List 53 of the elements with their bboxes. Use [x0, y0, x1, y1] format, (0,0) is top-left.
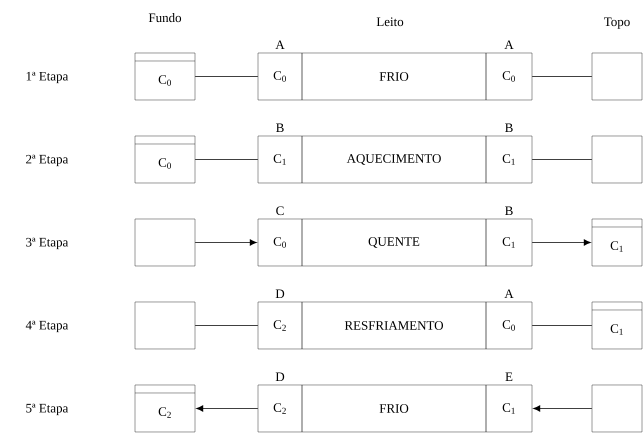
connector: [196, 405, 258, 412]
column-box: C$_{0}$: [134, 52, 196, 100]
position-letter: B: [505, 206, 513, 216]
connector: [194, 325, 258, 326]
bed-cell: C$_{2}$: [258, 384, 302, 432]
bed-section: FRIO: [302, 384, 486, 432]
column-heading: Topo: [604, 18, 630, 29]
column-box: C$_{0}$: [134, 136, 196, 184]
bed-cell: C$_{0}$: [486, 302, 532, 350]
column-box: [134, 218, 196, 266]
connector: [533, 405, 592, 412]
bed-section: AQUECIMENTO: [302, 136, 486, 184]
bed-section: QUENTE: [302, 218, 486, 266]
position-letter: A: [275, 40, 285, 49]
stage-label: 1ª Etapa: [26, 72, 68, 84]
column-box: [134, 302, 196, 350]
bed-section: FRIO: [302, 52, 486, 100]
position-letter: A: [504, 40, 514, 49]
position-letter: B: [276, 124, 284, 132]
column-box: C$_{1}$: [592, 302, 642, 350]
column-box: C$_{2}$: [134, 384, 196, 432]
bed-cell: C$_{1}$: [486, 218, 532, 266]
stage-label: 4ª Etapa: [26, 320, 68, 332]
column-heading: Fundo: [148, 13, 182, 22]
column-box: [592, 384, 642, 432]
connector: [532, 159, 592, 160]
stage-label: 2ª Etapa: [26, 154, 68, 166]
position-letter: A: [504, 289, 514, 298]
position-letter: D: [276, 372, 284, 382]
connector: [532, 325, 592, 326]
bed-cell: C$_{1}$: [486, 384, 532, 432]
position-letter: D: [276, 290, 284, 298]
bed-cell: C$_{2}$: [258, 302, 302, 350]
bed-section: RESFRIAMENTO: [302, 302, 486, 350]
bed-cell: C$_{0}$: [486, 52, 532, 100]
column-box: C$_{1}$: [592, 218, 642, 266]
bed-cell: C$_{1}$: [258, 136, 302, 184]
connector: [532, 76, 592, 77]
stage-label: 3ª Etapa: [26, 238, 68, 250]
bed-cell: C$_{0}$: [258, 52, 302, 100]
bed-cell: C$_{1}$: [486, 136, 532, 184]
bed-cell: C$_{0}$: [258, 218, 302, 266]
stage-label: 5ª Etapa: [26, 404, 68, 416]
position-letter: B: [505, 124, 513, 132]
connector: [194, 76, 258, 77]
column-box: [592, 52, 642, 100]
connector: [532, 239, 591, 246]
column-heading: Leito: [376, 17, 404, 26]
connector: [194, 159, 258, 160]
connector: [194, 239, 257, 246]
position-letter: E: [505, 372, 512, 381]
position-letter: C: [276, 206, 284, 216]
column-box: [592, 136, 642, 184]
